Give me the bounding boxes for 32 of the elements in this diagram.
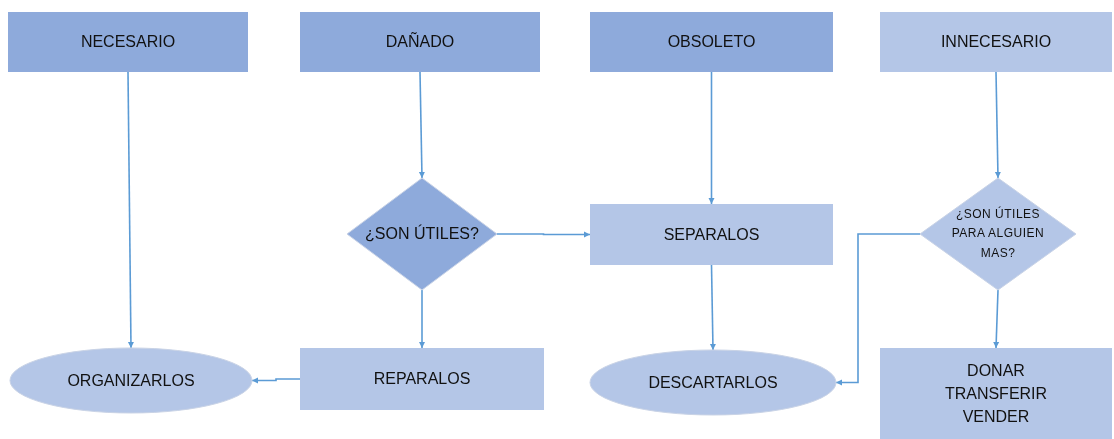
arrow — [993, 289, 1000, 349]
process-box — [300, 348, 544, 410]
arrow — [127, 71, 134, 349]
process-box — [590, 12, 833, 72]
node-label: ORGANIZARLOS — [67, 370, 195, 391]
terminal-ellipse — [10, 348, 252, 413]
arrow — [251, 377, 301, 384]
arrow — [419, 289, 425, 349]
arrow — [835, 233, 921, 386]
node-label: ¿SON ÚTILES PARA ALGUIEN MAS? — [950, 205, 1046, 262]
arrow — [709, 264, 716, 351]
node-label: REPARALOS — [373, 369, 471, 390]
arrow — [994, 71, 1001, 179]
process-box — [880, 348, 1112, 439]
terminal-ellipse — [590, 350, 836, 415]
node-label: DESCARTARLOS — [648, 372, 778, 393]
arrow — [708, 71, 715, 205]
node-label: SEPARALOS — [663, 224, 760, 245]
arrow — [418, 71, 425, 179]
process-box — [590, 204, 833, 265]
decision-diamond — [920, 178, 1076, 290]
process-box — [300, 12, 540, 72]
process-box — [8, 12, 248, 72]
process-box — [880, 12, 1112, 72]
node-label: DAÑADO — [385, 31, 455, 53]
decision-diamond — [347, 178, 497, 290]
arrow — [496, 231, 591, 238]
node-label: DONAR TRANSFERIR VENDER — [943, 360, 1049, 428]
node-label: NECESARIO — [80, 32, 176, 53]
node-label: INNECESARIO — [940, 32, 1052, 53]
node-label: OBSOLETO — [667, 32, 756, 53]
node-label: ¿SON ÚTILES? — [365, 223, 479, 245]
